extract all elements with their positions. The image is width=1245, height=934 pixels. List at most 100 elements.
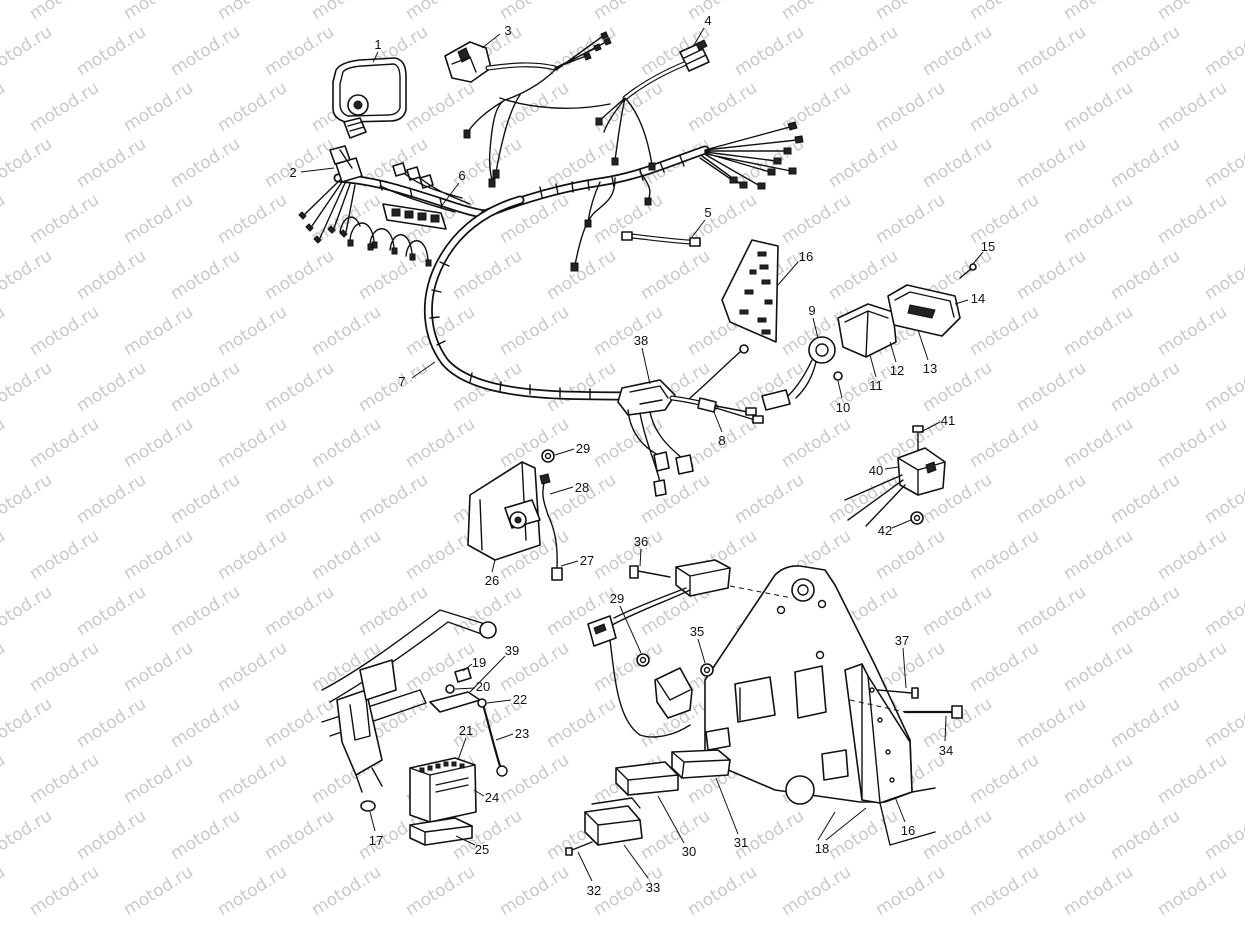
bolt-36-head [629, 565, 639, 579]
watermark-text: motod.ru [1201, 806, 1245, 864]
coil-end-core [514, 516, 522, 524]
leader-39 [469, 655, 506, 693]
watermark-text: motod.ru [1154, 750, 1231, 808]
leader-25 [455, 835, 476, 846]
watermark-text: motod.ru [402, 0, 479, 24]
watermark-text: motod.ru [0, 358, 56, 416]
taillight-screw-head [969, 263, 977, 271]
leader-1 [372, 51, 379, 63]
housing-33-edge [584, 797, 641, 846]
watermark-text: motod.ru [1060, 0, 1137, 24]
frame-tube-upper-a [321, 609, 486, 691]
regulator-box [675, 559, 731, 597]
cluster-connector-c [392, 162, 407, 177]
watermark-text: motod.ru [1060, 78, 1137, 136]
jumper-wire [621, 231, 701, 247]
watermark-text: motod.ru [543, 246, 620, 304]
watermark-text: motod.ru [1201, 694, 1245, 752]
watermark-text: motod.ru [308, 0, 385, 24]
relay-body [617, 379, 676, 416]
callout-17: 17 [369, 833, 383, 848]
callout-38: 38 [634, 333, 648, 348]
watermark-text: motod.ru [167, 246, 244, 304]
callout-8: 8 [718, 433, 725, 448]
watermark-text: motod.ru [966, 526, 1043, 584]
washer [833, 371, 843, 381]
watermark-text: motod.ru [0, 246, 56, 304]
watermark-text: motod.ru [825, 806, 902, 864]
leader-6 [439, 182, 460, 209]
watermark-text: motod.ru [966, 0, 1043, 24]
watermark-text: motod.ru [73, 582, 150, 640]
watermark-text: motod.ru [26, 0, 103, 24]
watermark-text: motod.ru [402, 414, 479, 472]
callout-16-top: 16 [799, 249, 813, 264]
watermark-text: motod.ru [778, 414, 855, 472]
watermark-text: motod.ru [0, 470, 56, 528]
watermark-text: motod.ru [778, 190, 855, 248]
jumper-terminal-right [689, 237, 701, 247]
left-connector-cluster [298, 145, 471, 244]
watermark-text: motod.ru [778, 862, 855, 920]
leader-36 [639, 548, 642, 567]
panel-small-cutout [705, 727, 731, 751]
watermark-text: motod.ru [0, 862, 9, 920]
watermark-text: motod.ru [731, 22, 808, 80]
bracket-fold [479, 461, 527, 551]
connector-block-cells [391, 208, 440, 223]
leader-19 [462, 663, 473, 672]
callout-15: 15 [981, 239, 995, 254]
condenser-edge [656, 679, 691, 701]
leader-28 [549, 486, 574, 495]
jumper-terminal-left [621, 231, 633, 241]
watermark-text: motod.ru [214, 0, 291, 24]
regulator-box-edges [675, 566, 731, 597]
leader-14 [954, 299, 969, 305]
watermark-text: motod.ru [1107, 470, 1184, 528]
callout-9: 9 [808, 303, 815, 318]
watermark-text: motod.ru [261, 134, 338, 192]
callout-1: 1 [374, 37, 381, 52]
leader-5 [691, 219, 706, 238]
headlight-bezel [339, 63, 401, 117]
connector-4-wires [599, 97, 653, 166]
watermark-text: motod.ru [26, 190, 103, 248]
cluster-wire-terminals [298, 211, 348, 244]
watermark-text: motod.ru [26, 638, 103, 696]
watermark-text: motod.ru [0, 134, 56, 192]
watermark-text: motod.ru [355, 358, 432, 416]
watermark-text: motod.ru [214, 302, 291, 360]
bolt-37-shank [877, 689, 913, 694]
watermark-text: motod.ru [0, 582, 56, 640]
watermark-text: motod.ru [1154, 862, 1231, 920]
watermark-text: motod.ru [825, 22, 902, 80]
housing-33 [584, 805, 643, 846]
taillight-housing-rim [894, 291, 955, 318]
watermark-text: motod.ru [308, 414, 385, 472]
lead-8-wires [689, 351, 756, 421]
leader-10 [837, 380, 843, 399]
frame-upper-tab [359, 659, 397, 701]
panel-mount-dashline-a [729, 585, 793, 599]
watermark-text: motod.ru [684, 0, 761, 24]
callout-35: 35 [690, 624, 704, 639]
headlight-socket-core [353, 100, 363, 110]
watermark-text: motod.ru [684, 78, 761, 136]
lead-8-sleeve [697, 397, 717, 413]
leader-37 [902, 647, 907, 689]
watermark-text: motod.ru [1013, 582, 1090, 640]
cable-23 [482, 706, 502, 768]
switch-body [444, 41, 492, 83]
socket-connector [761, 389, 791, 411]
relay-assembly [617, 344, 764, 497]
panel-square-cutout [821, 749, 849, 781]
rear-light-housings [565, 749, 731, 856]
leader-12 [889, 341, 897, 363]
switch-lead-wires [467, 35, 611, 181]
callout-37: 37 [895, 633, 909, 648]
watermark-text: motod.ru [120, 638, 197, 696]
watermark-text: motod.ru [966, 638, 1043, 696]
watermark-text: motod.ru [214, 526, 291, 584]
taillight-lens-edge [844, 310, 889, 358]
callout-31: 31 [734, 835, 748, 850]
